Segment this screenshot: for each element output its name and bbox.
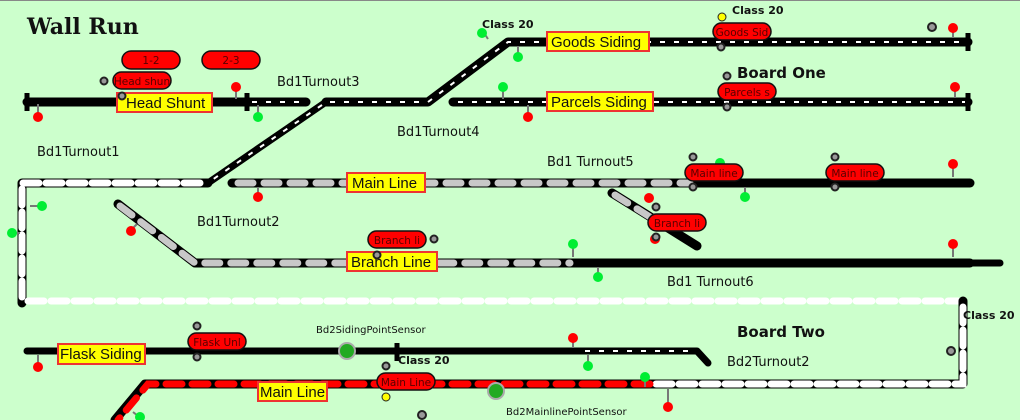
turnout-label[interactable]: Bd2Turnout2: [727, 355, 810, 370]
branch-line-track[interactable]: [113, 199, 1004, 268]
sensor-label: Bd2MainlinePointSensor: [506, 407, 627, 418]
signal-red[interactable]: [126, 223, 138, 236]
loco-label: Class 20: [398, 354, 450, 367]
mainline-point-sensor[interactable]: [487, 382, 505, 400]
layout-title: Wall Run: [26, 14, 139, 40]
block-label-text: Main Line: [352, 175, 417, 192]
turnout-label[interactable]: Bd1 Turnout6: [667, 275, 754, 290]
signal-red[interactable]: [644, 193, 654, 203]
train-tag-main-b[interactable]: Main line: [825, 152, 885, 192]
train-tag-label: Main Line: [381, 377, 431, 389]
board-one-label: Board One: [737, 64, 826, 82]
signal-green[interactable]: [132, 411, 145, 420]
block-label-parcels[interactable]: Parcels Siding: [546, 91, 654, 112]
train-tag-label: Flask Unl: [193, 337, 241, 349]
signal-green[interactable]: [640, 372, 650, 387]
signal-green[interactable]: [477, 28, 489, 40]
signal-red[interactable]: [663, 389, 673, 412]
turnout-label[interactable]: Bd1Turnout2: [197, 215, 280, 230]
signal-green[interactable]: [253, 105, 263, 122]
block-label-text: Main Line: [260, 384, 325, 401]
sensor-yellow[interactable]: [717, 12, 727, 22]
train-tag-label: Parcels s: [724, 87, 770, 99]
train-tag-label: Goods Sid: [716, 27, 769, 39]
train-tag-label: Branch li: [374, 235, 420, 247]
turnout-label[interactable]: Bd1Turnout4: [397, 125, 480, 140]
train-tag-label: Main line: [831, 168, 878, 180]
sensor-label: Bd2SidingPointSensor: [316, 325, 427, 336]
route-button-label: 2-3: [222, 55, 239, 67]
goods-siding-track[interactable]: [321, 33, 973, 107]
signal-green[interactable]: [498, 82, 508, 99]
block-label-text: Branch Line: [351, 254, 431, 271]
signal-red[interactable]: [253, 187, 263, 202]
signal-green[interactable]: [30, 201, 47, 211]
signal-red[interactable]: [948, 23, 958, 38]
train-tag-branch-a[interactable]: Branch li: [647, 202, 707, 242]
signal-green[interactable]: [568, 239, 578, 257]
train-tag-head-shunt[interactable]: Head shun: [99, 71, 172, 101]
signal-red[interactable]: [948, 159, 958, 177]
sensor-inactive[interactable]: [417, 410, 427, 420]
train-tag-branch-b[interactable]: Branch li: [367, 230, 439, 260]
train-tag-main-2[interactable]: Main Line: [376, 361, 436, 391]
route-button-2-3[interactable]: 2-3: [201, 50, 261, 70]
signal-green[interactable]: [7, 228, 20, 238]
loco-label: Class 20: [732, 4, 784, 17]
parcels-siding-track[interactable]: [448, 93, 973, 111]
train-tag-parcels[interactable]: Parcels s: [717, 71, 777, 112]
block-label-text: Goods Siding: [551, 34, 641, 51]
block-label-text: Parcels Siding: [551, 94, 647, 111]
turnout-label[interactable]: Bd1Turnout1: [37, 145, 120, 160]
signal-red[interactable]: [568, 333, 578, 348]
crossover-track[interactable]: [204, 98, 330, 187]
train-tag-flask[interactable]: Flask Unl: [187, 321, 247, 362]
block-label-main-line-2[interactable]: Main Line: [257, 381, 328, 402]
signal-green[interactable]: [583, 355, 593, 371]
board-two-label: Board Two: [737, 323, 825, 341]
signals: [7, 12, 960, 420]
block-label-branch[interactable]: Branch Line: [346, 251, 438, 272]
turnout-label[interactable]: Bd1Turnout3: [277, 75, 360, 90]
train-tag-label: Main line: [690, 168, 737, 180]
train-tag-label: Branch li: [654, 218, 700, 230]
signal-red[interactable]: [33, 104, 43, 122]
signal-red[interactable]: [950, 82, 960, 98]
loco-label: Class 20: [963, 309, 1015, 322]
loco-label: Class 20: [482, 18, 534, 31]
block-label-head-shunt[interactable]: Head Shunt: [116, 92, 213, 113]
loop-return-track[interactable]: [24, 296, 968, 420]
block-label-text: Flask Siding: [60, 346, 142, 363]
signal-green[interactable]: [740, 187, 750, 202]
siding-point-sensor[interactable]: [338, 342, 356, 360]
route-button-1-2[interactable]: 1-2: [121, 50, 181, 70]
block-label-flask[interactable]: Flask Siding: [57, 343, 146, 365]
block-label-main-line[interactable]: Main Line: [346, 172, 426, 193]
signal-green[interactable]: [593, 267, 603, 282]
turnout-label[interactable]: Bd1 Turnout5: [547, 155, 634, 170]
block-label-goods[interactable]: Goods Siding: [546, 31, 650, 52]
signal-red[interactable]: [231, 82, 241, 99]
train-tag-label: Head shun: [114, 76, 170, 88]
block-label-text: Head Shunt: [126, 95, 206, 112]
train-tag-main-a[interactable]: Main line: [684, 152, 744, 192]
signal-green[interactable]: [513, 46, 523, 62]
signal-red[interactable]: [948, 239, 958, 257]
signal-red[interactable]: [33, 355, 43, 372]
sensor-inactive[interactable]: [946, 346, 956, 356]
sensor-yellow[interactable]: [381, 392, 391, 402]
sensor-inactive[interactable]: [927, 22, 937, 32]
train-tag-goods[interactable]: Goods Sid: [712, 22, 772, 52]
flask-siding-track[interactable]: [23, 343, 712, 367]
route-button-label: 1-2: [142, 55, 159, 67]
signal-red[interactable]: [523, 105, 533, 122]
